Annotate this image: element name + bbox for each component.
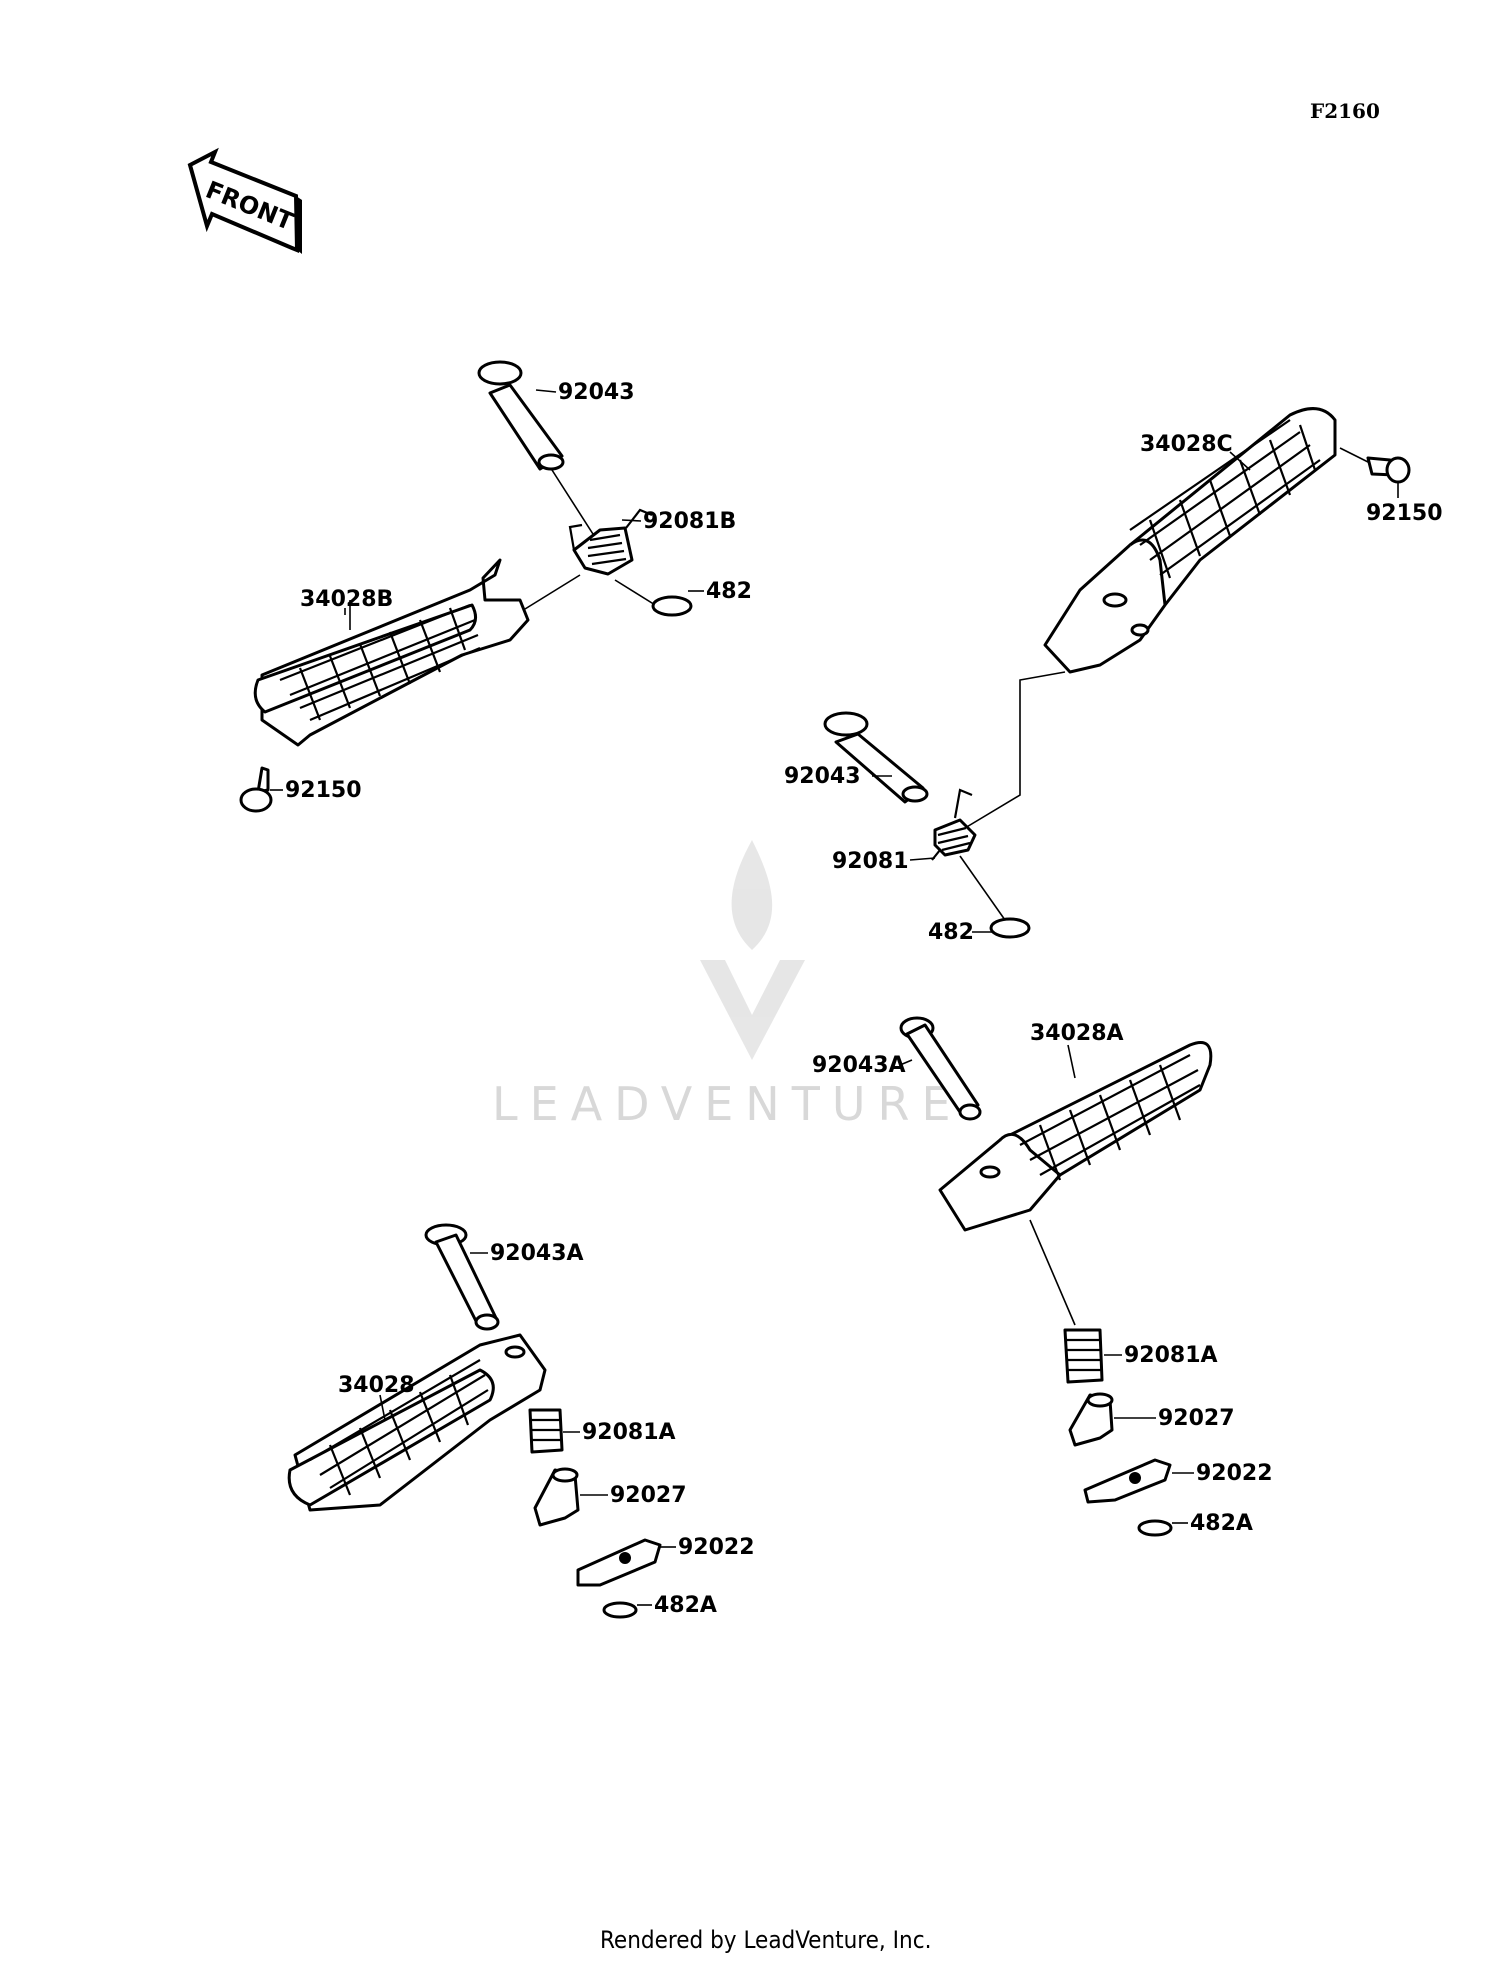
figure-code: F2160 xyxy=(1310,99,1380,123)
label-92043-top-left: 92043 xyxy=(558,380,635,405)
watermark-logo xyxy=(700,840,805,1060)
plate-92022-bottom-right xyxy=(1083,1458,1172,1504)
label-92043A-bottom-right: 92043A xyxy=(812,1053,906,1078)
footpeg-34028C xyxy=(964,407,1411,829)
label-34028B: 34028B xyxy=(300,587,393,612)
label-92081B: 92081B xyxy=(643,509,736,534)
callout-labels: 92043 92081B 482 34028B 92150 34028C 921… xyxy=(270,380,1443,1618)
spring-92081A-bottom-left xyxy=(528,1408,564,1454)
pin-92043A-bottom-right xyxy=(899,1016,982,1121)
label-34028C: 34028C xyxy=(1140,432,1233,457)
footpeg-34028A xyxy=(938,1041,1213,1326)
assembly-top-right xyxy=(823,407,1411,939)
label-92027-bottom-right: 92027 xyxy=(1158,1406,1235,1431)
label-482-top-right: 482 xyxy=(928,920,974,945)
label-92022-bottom-right: 92022 xyxy=(1196,1461,1273,1486)
bolt-92150-top-left xyxy=(239,766,273,813)
assembly-top-left xyxy=(239,360,693,813)
clip-482A-bottom-right xyxy=(1137,1519,1173,1537)
label-34028: 34028 xyxy=(338,1373,415,1398)
footpeg-34028 xyxy=(287,1333,547,1512)
clip-482A-bottom-left xyxy=(602,1601,638,1619)
pin-92043-top-right xyxy=(823,711,929,804)
label-34028A: 34028A xyxy=(1030,1021,1124,1046)
assembly-bottom-left xyxy=(287,1223,662,1619)
watermark-text: LEADVENTURE xyxy=(492,1077,963,1131)
detent-92027-bottom-right xyxy=(1068,1392,1114,1447)
front-arrow-icon: FRONT xyxy=(187,147,302,254)
detent-92027-bottom-left xyxy=(533,1467,580,1527)
assembly-bottom-right xyxy=(899,1016,1213,1537)
plate-92022-bottom-left xyxy=(576,1538,662,1587)
spring-92081B-top-left xyxy=(568,508,653,576)
pin-92043-top-left xyxy=(477,360,601,546)
clip-482-top-right xyxy=(989,917,1031,939)
spring-92081A-bottom-right xyxy=(1063,1328,1104,1384)
label-92081: 92081 xyxy=(832,849,909,874)
label-92081A-bottom-left: 92081A xyxy=(582,1420,676,1445)
clip-482-top-left xyxy=(651,595,693,617)
label-92022-bottom-left: 92022 xyxy=(678,1535,755,1560)
label-482-top-left: 482 xyxy=(706,579,752,604)
footer-credit: Rendered by LeadVenture, Inc. xyxy=(600,1926,931,1954)
bolt-92150-top-right xyxy=(1366,456,1411,484)
label-92043-top-right: 92043 xyxy=(784,764,861,789)
label-92043A-bottom-left: 92043A xyxy=(490,1241,584,1266)
label-92027-bottom-left: 92027 xyxy=(610,1483,687,1508)
label-92150-top-left: 92150 xyxy=(285,778,362,803)
label-482A-bottom-left: 482A xyxy=(654,1593,717,1618)
pin-92043A-bottom-left xyxy=(424,1223,500,1331)
label-482A-bottom-right: 482A xyxy=(1190,1511,1253,1536)
label-92081A-bottom-right: 92081A xyxy=(1124,1343,1218,1368)
label-92150-top-right: 92150 xyxy=(1366,501,1443,526)
footpeg-34028B xyxy=(239,558,581,813)
